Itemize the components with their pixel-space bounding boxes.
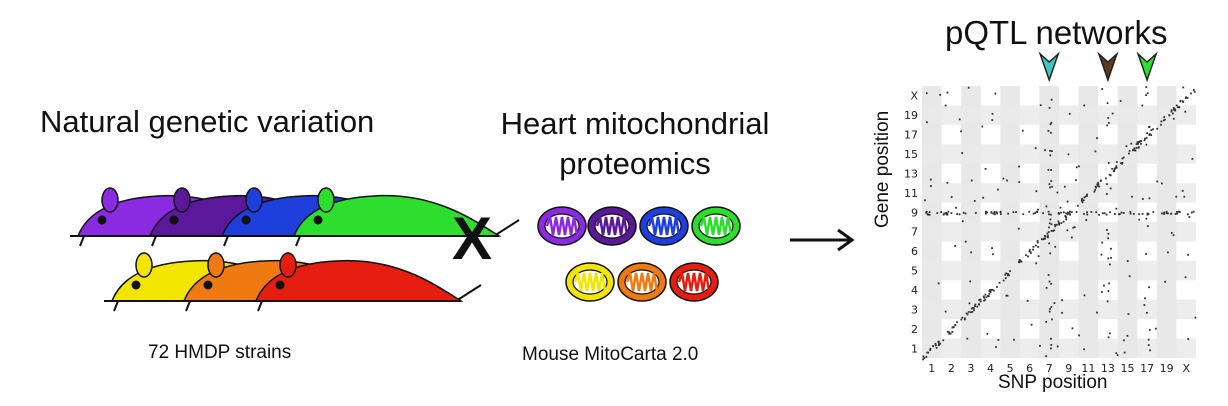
proteomics-title: Heart mitochondrial proteomics [480,104,790,184]
x-axis-label: SNP position [998,372,1108,393]
x-tick-label: 9 [1065,362,1072,375]
y-tick-label: 2 [911,323,918,336]
y-tick-label: 6 [911,245,918,258]
x-tick-label: 2 [948,362,955,375]
mitochondrion-icon [537,206,587,246]
x-tick-label: X [1182,362,1190,375]
hmdp-caption: 72 HMDP strains [148,342,292,363]
y-tick-label: 11 [904,187,918,200]
association-points [922,86,1197,361]
mitochondrion-icon [617,262,667,302]
pqtl-title: pQTL networks [945,14,1168,51]
x-tick-label: 6 [1026,362,1033,375]
proteomics-title-line1: Heart mitochondrial [500,106,770,141]
y-tick-label: 19 [904,109,918,122]
natural-variation-title: Natural genetic variation [40,104,375,139]
x-tick-label: 1 [928,362,935,375]
hotspot-marker-icon [1136,51,1158,83]
x-tick-label: 3 [967,362,974,375]
y-tick-label: 9 [911,206,918,219]
y-tick-label: 1 [911,342,918,355]
x-tick-label: 15 [1121,362,1135,375]
y-axis-label: Gene position [872,110,893,228]
y-tick-label: 13 [904,167,918,180]
y-tick-label: 3 [911,303,918,316]
x-tick-label: 5 [1007,362,1014,375]
x-tick-label: 7 [1046,362,1053,375]
mitochondrion-icon [565,262,615,302]
proteomics-title-line2: proteomics [559,146,711,181]
mitochondrion-icon [587,206,637,246]
y-tick-label: 7 [911,226,918,239]
cross-operator: X [452,205,493,272]
x-tick-label: 4 [987,362,994,375]
mouse-icon [286,187,520,247]
y-tick-label: 15 [904,148,918,161]
hotspot-marker-icon [1097,51,1119,83]
y-tick-label: 4 [911,284,918,297]
mitochondrion-icon [639,206,689,246]
hotspot-marker-icon [1038,51,1060,83]
mitochondrion-icon [691,206,741,246]
y-tick-label: 17 [904,129,918,142]
x-tick-label: 13 [1101,362,1115,375]
mitocarta-caption: Mouse MitoCarta 2.0 [522,344,699,365]
y-tick-label: X [910,90,918,103]
mitochondrion-icon [669,262,719,302]
mouse-icon [248,252,482,312]
x-tick-label: 17 [1140,362,1154,375]
x-tick-label: 19 [1160,362,1174,375]
y-tick-label: 5 [911,265,918,278]
x-tick-label: 11 [1081,362,1095,375]
